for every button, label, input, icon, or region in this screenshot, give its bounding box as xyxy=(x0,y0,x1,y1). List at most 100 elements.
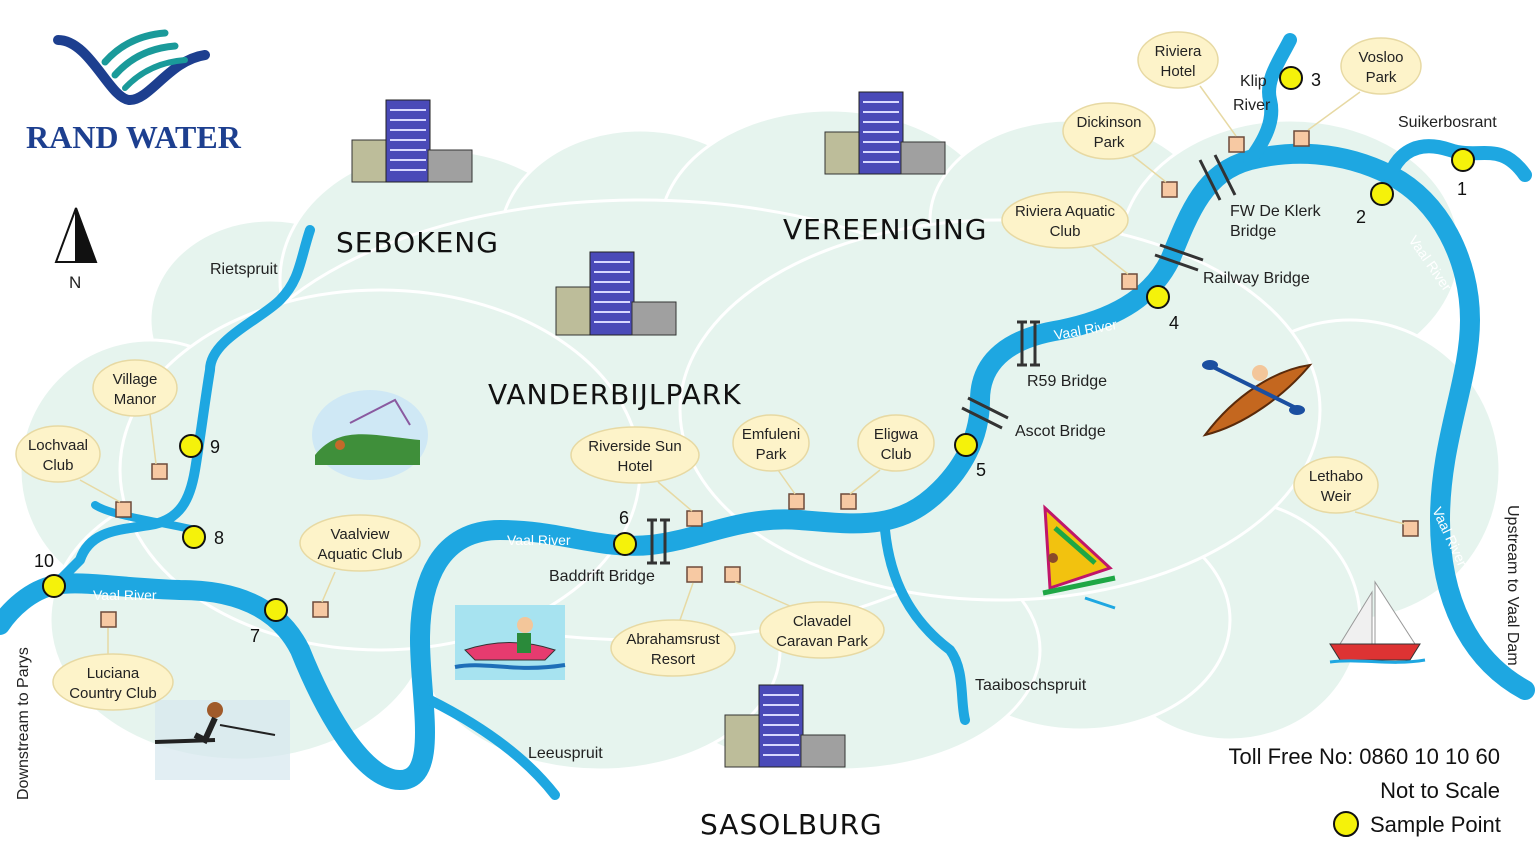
canoe-icon xyxy=(1202,360,1313,437)
building-icon-sebokeng xyxy=(351,99,473,183)
bridge-label-fw-de-klerk-1: FW De Klerk xyxy=(1230,203,1322,220)
bridge-label-ascot: Ascot Bridge xyxy=(1015,423,1106,440)
sample-point-number-8: 8 xyxy=(214,528,224,548)
place-emfuleni-park-line1: Emfuleni xyxy=(742,426,800,443)
r59-bridge-icon xyxy=(1017,320,1040,367)
sample-point-number-3: 3 xyxy=(1311,70,1321,90)
place-dickinson-park-line2: Park xyxy=(1094,134,1125,151)
place-riverside-sun-line1: Riverside Sun xyxy=(588,438,681,455)
river-label-vaal-3: Vaal River xyxy=(93,587,157,603)
place-riviera-aquatic-line1: Riviera Aquatic xyxy=(1015,203,1116,220)
marker-vaalview[interactable] xyxy=(312,601,329,618)
stream-label-suikerbosrant: Suikerbosrant xyxy=(1398,114,1497,131)
place-lochvaal-club-line2: Club xyxy=(43,457,74,474)
sample-point-number-1: 1 xyxy=(1457,179,1467,199)
stream-label-klip-1: Klip xyxy=(1240,73,1267,90)
city-label-vanderbijlpark: VANDERBIJLPARK xyxy=(488,378,742,411)
compass-label: N xyxy=(69,273,81,292)
place-luciana-line1: Luciana xyxy=(87,665,140,682)
vaal-river xyxy=(0,33,1535,800)
sample-point-number-5: 5 xyxy=(976,460,986,480)
place-riviera-hotel-line1: Riviera xyxy=(1155,43,1202,60)
marker-village-manor[interactable] xyxy=(151,463,168,480)
place-eligwa-club-line1: Eligwa xyxy=(874,426,919,443)
place-vosloo-park-line2: Park xyxy=(1366,69,1397,86)
sample-point-2[interactable] xyxy=(1370,182,1394,206)
fw-de-klerk-bridge-icon xyxy=(1198,154,1237,201)
marker-emfuleni-park[interactable] xyxy=(788,493,805,510)
marker-riviera-aquatic[interactable] xyxy=(1121,273,1138,290)
marker-riviera-hotel[interactable] xyxy=(1228,136,1245,153)
bridge-label-r59: R59 Bridge xyxy=(1027,373,1107,390)
callout-lethabo-weir xyxy=(1293,456,1406,525)
city-label-sasolburg: SASOLBURG xyxy=(700,808,883,841)
logo-text: RAND WATER xyxy=(26,119,242,155)
bridges xyxy=(647,154,1237,565)
rand-water-logo: RAND WATER xyxy=(26,29,242,155)
callouts xyxy=(15,31,1422,711)
sample-point-number-6: 6 xyxy=(619,508,629,528)
marker-clavadel[interactable] xyxy=(724,566,741,583)
sample-point-1[interactable] xyxy=(1451,148,1475,172)
callout-riverside-sun xyxy=(570,426,700,512)
callout-vosloo-park xyxy=(1307,37,1422,131)
sample-point-5[interactable] xyxy=(954,433,978,457)
marker-lochvaal-club[interactable] xyxy=(115,501,132,518)
sample-point-6[interactable] xyxy=(613,532,637,556)
scale-note: Not to Scale xyxy=(1380,778,1500,803)
callout-vaalview xyxy=(299,514,421,603)
place-abrahamsrust-line2: Resort xyxy=(651,651,696,668)
baddrift-bridge-icon xyxy=(647,518,670,565)
edge-label-downstream: Downstream to Parys xyxy=(15,647,32,800)
edge-label-upstream: Upstream to Vaal Dam xyxy=(1504,505,1521,666)
railway-bridge-icon xyxy=(1154,243,1204,272)
jetski-icon xyxy=(454,605,566,680)
place-lethabo-weir-line1: Lethabo xyxy=(1309,468,1363,485)
north-arrow-icon: N xyxy=(54,207,98,292)
place-vaalview-line2: Aquatic Club xyxy=(317,546,402,563)
place-abrahamsrust-line1: Abrahamsrust xyxy=(626,631,720,648)
stream-label-rietspruit: Rietspruit xyxy=(210,261,278,278)
place-luciana-line2: Country Club xyxy=(69,685,157,702)
stream-label-taaiboschspruit: Taaiboschspruit xyxy=(975,677,1087,694)
place-lethabo-weir-line2: Weir xyxy=(1321,488,1352,505)
building-icon-sasolburg xyxy=(724,684,846,768)
sample-point-number-10: 10 xyxy=(34,551,54,571)
sample-point-9[interactable] xyxy=(179,434,203,458)
place-riviera-hotel-line2: Hotel xyxy=(1160,63,1195,80)
callout-luciana xyxy=(52,628,174,711)
place-dickinson-park-line1: Dickinson xyxy=(1076,114,1141,131)
sample-point-7[interactable] xyxy=(264,598,288,622)
marker-lethabo-weir[interactable] xyxy=(1402,520,1419,537)
place-village-manor-line2: Manor xyxy=(114,391,157,408)
marker-dickinson-park[interactable] xyxy=(1161,181,1178,198)
callout-eligwa-club xyxy=(849,414,935,495)
marker-eligwa-club[interactable] xyxy=(840,493,857,510)
place-riverside-sun-line2: Hotel xyxy=(617,458,652,475)
fishing-landscape-icon xyxy=(312,390,428,480)
sample-point-4[interactable] xyxy=(1146,285,1170,309)
rand-water-wave-icon xyxy=(53,29,210,106)
sample-point-number-2: 2 xyxy=(1356,207,1366,227)
marker-abrahamsrust[interactable] xyxy=(686,566,703,583)
marker-vosloo-park[interactable] xyxy=(1293,130,1310,147)
place-clavadel-line2: Caravan Park xyxy=(776,633,868,650)
bridge-label-baddrift: Baddrift Bridge xyxy=(549,568,655,585)
place-riviera-aquatic-line2: Club xyxy=(1050,223,1081,240)
sample-point-3[interactable] xyxy=(1279,66,1303,90)
callout-texts: Riviera Hotel Vosloo Park Dickinson Park… xyxy=(28,43,1404,702)
marker-luciana[interactable] xyxy=(100,611,117,628)
place-vosloo-park-line1: Vosloo xyxy=(1358,49,1403,66)
place-eligwa-club-line2: Club xyxy=(881,446,912,463)
sample-point-8[interactable] xyxy=(182,525,206,549)
waterskier-icon xyxy=(154,700,290,780)
city-label-vereeniging: VEREENIGING xyxy=(783,213,987,246)
place-vaalview-line1: Vaalview xyxy=(331,526,390,543)
marker-riverside-sun[interactable] xyxy=(686,510,703,527)
city-label-sebokeng: SEBOKENG xyxy=(336,226,499,259)
legend-sample-point-label: Sample Point xyxy=(1370,812,1501,837)
place-lochvaal-club-line1: Lochvaal xyxy=(28,437,88,454)
sample-point-10[interactable] xyxy=(42,574,66,598)
callout-dickinson-park xyxy=(1062,102,1167,183)
legend-sample-point-icon xyxy=(1333,811,1359,837)
